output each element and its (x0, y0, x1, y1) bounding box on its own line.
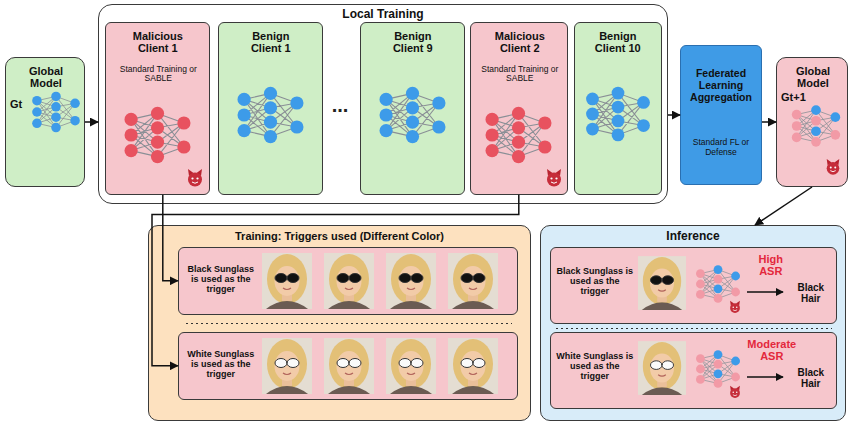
face-photo (262, 253, 312, 309)
client-box: Benign Client 10 (574, 22, 662, 195)
output-arrow (747, 291, 783, 293)
node-title: Benign Client 9 (383, 30, 443, 55)
output-arrow (747, 376, 783, 378)
node-text: Gt (10, 98, 34, 110)
node-title: Inference (541, 230, 845, 243)
client-box: Malicious Client 1 Standard Training or S… (105, 22, 210, 195)
group-box: Local TrainingMalicious Client 1 Standard… (98, 4, 668, 204)
face-photo (386, 338, 436, 394)
inference-box: White Sunglass is used as the trigger Mod… (550, 332, 837, 409)
node-title: Global Model (788, 65, 838, 90)
node-title: Federated Learning Aggregation (683, 68, 759, 103)
node-title: Black Sunglass is used as the trigger (555, 266, 635, 296)
dotted-divider (186, 323, 512, 324)
devil-icon (827, 159, 840, 175)
face-photo (448, 338, 498, 394)
node-title: White Sunglass is used as the trigger (183, 349, 259, 379)
connector-arrow (762, 121, 776, 123)
node-title: Benign Client 10 (587, 30, 649, 55)
trigger-box: White Sunglass is used as the trigger (178, 332, 518, 400)
face-photo (324, 253, 374, 309)
node-text: Standard Training or SABLE (478, 65, 562, 84)
group-box: InferenceBlack Sunglass is used as the t… (540, 225, 846, 421)
node-title: Malicious Client 1 (123, 30, 193, 55)
face-photo (262, 338, 312, 394)
model-box: Global ModelGt (5, 57, 85, 187)
group-box: Training: Triggers used (Different Color… (148, 225, 531, 421)
trigger-box: Black Sunglass is used as the trigger (178, 247, 518, 315)
node-text: Moderate ASR (741, 338, 803, 363)
devil-icon (188, 169, 202, 187)
ellipsis-label: ... (322, 94, 358, 116)
connector-arrow (152, 195, 519, 366)
devil-icon (730, 301, 740, 313)
inference-box: Black Sunglass is used as the trigger Hig… (550, 247, 837, 324)
network-icon (586, 87, 650, 142)
devil-icon (547, 169, 561, 187)
face-photo (638, 341, 686, 395)
node-title: Black Sunglass is used as the trigger (183, 264, 259, 294)
face-photo (638, 256, 686, 310)
aggregation-box: Federated Learning AggregationStandard F… (680, 45, 762, 185)
dotted-divider (556, 328, 832, 329)
connector-arrow (163, 195, 178, 281)
client-box: Benign Client 1 (218, 22, 323, 195)
node-title: Benign Client 1 (241, 30, 301, 55)
network-icon (380, 87, 446, 143)
node-text: High ASR (747, 253, 795, 278)
connector-arrow (755, 187, 812, 225)
network-icon (238, 87, 304, 143)
network-icon (486, 107, 552, 163)
client-box: Malicious Client 2 Standard Training or S… (470, 22, 568, 195)
face-photo (324, 338, 374, 394)
client-box: Benign Client 9 (360, 22, 465, 195)
network-icon (32, 92, 80, 133)
node-text: Gt+1 (781, 91, 811, 103)
network-icon (696, 265, 740, 303)
model-box: Global ModelGt+1 (776, 57, 848, 187)
network-icon (696, 350, 740, 388)
devil-icon (730, 386, 740, 398)
node-text: Standard FL or Defense (689, 138, 753, 157)
face-photo (386, 253, 436, 309)
node-text: Black Hair (787, 282, 835, 304)
network-icon (792, 105, 840, 146)
node-title: White Sunglass is used as the trigger (555, 351, 635, 381)
connector-arrow (668, 114, 680, 116)
node-title: Training: Triggers used (Different Color… (149, 230, 530, 242)
node-text: Black Hair (787, 367, 835, 389)
network-icon (125, 107, 191, 163)
connector-arrow (85, 121, 98, 123)
node-text: Standard Training or SABLE (116, 65, 201, 84)
node-title: Malicious Client 2 (485, 30, 555, 55)
node-title: Local Training (99, 8, 667, 21)
face-photo (448, 253, 498, 309)
node-title: Global Model (21, 65, 71, 90)
